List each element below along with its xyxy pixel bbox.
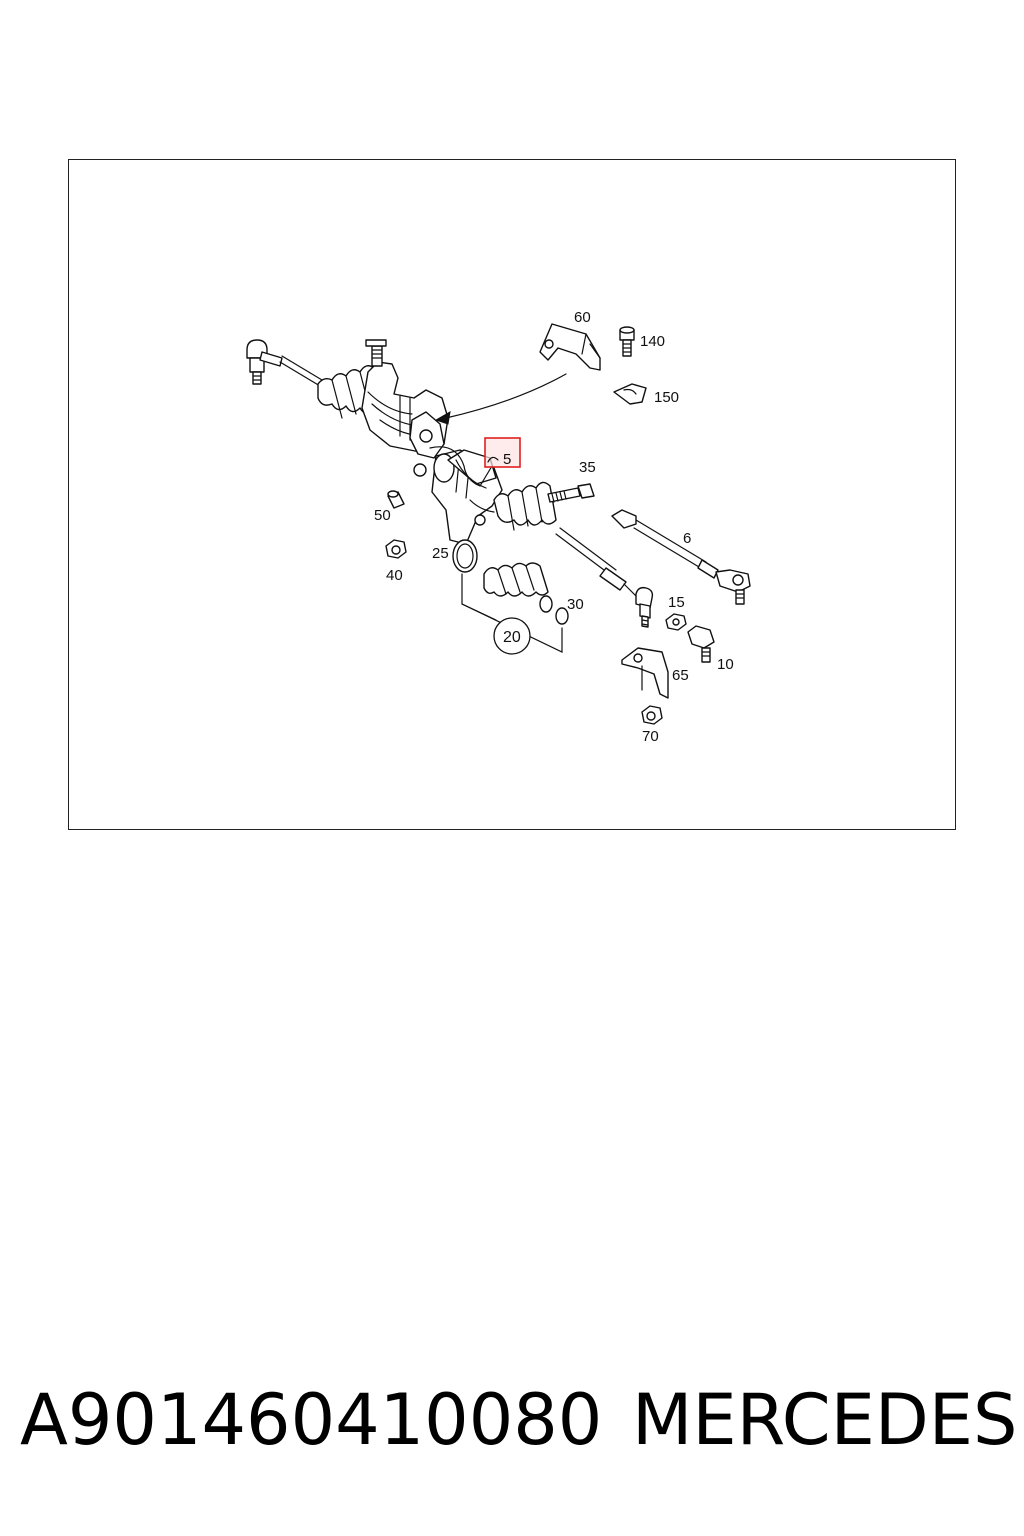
- bracket-65: [621, 647, 669, 699]
- bolt-140: [619, 326, 635, 357]
- callout-15: 15: [668, 594, 685, 611]
- nut-70: [641, 705, 663, 725]
- callout-40: 40: [386, 567, 403, 584]
- callout-65: 65: [672, 667, 689, 684]
- footer-caption: A901460410080 MERCEDES: [0, 1378, 1024, 1468]
- ball-joint-10: [687, 625, 715, 663]
- callout-60: 60: [574, 309, 591, 326]
- tie-rod-6: [611, 509, 751, 605]
- bellows-kit-20: [483, 562, 553, 613]
- callout-150: 150: [654, 389, 679, 406]
- right-bellows: [493, 481, 557, 531]
- callout-25: 25: [432, 545, 449, 562]
- bolt-35: [547, 483, 595, 503]
- sleeve-50: [387, 490, 405, 509]
- assembly-arrow: [434, 373, 567, 425]
- highlighted-part-5-box[interactable]: [484, 437, 521, 468]
- callout-20: 20: [503, 629, 521, 646]
- steering-gear-housing: [361, 339, 449, 477]
- callout-70: 70: [642, 728, 659, 745]
- nut-40: [385, 539, 407, 559]
- left-tie-rod-end: [246, 339, 323, 387]
- hydraulic-line: [429, 446, 493, 487]
- mounting-bracket-60: [539, 323, 601, 371]
- part-5-symbol: [487, 456, 499, 463]
- clip-150: [613, 383, 647, 405]
- ring-30: [555, 607, 569, 625]
- callout-50: 50: [374, 507, 391, 524]
- rack-tube: [431, 449, 503, 545]
- callout-140: 140: [640, 333, 665, 350]
- callout-5: 5: [503, 451, 511, 468]
- callout-10: 10: [717, 656, 734, 673]
- right-tie-rod: [555, 527, 654, 628]
- part-number: A901460410080: [20, 1379, 603, 1461]
- callout-circle-20: [493, 617, 531, 655]
- callout-35: 35: [579, 459, 596, 476]
- clamp-ring-25: [452, 539, 478, 573]
- callout-6: 6: [683, 530, 691, 547]
- nut-15: [665, 613, 687, 631]
- kit-bracket-line-2: [461, 603, 497, 621]
- brand-name: MERCEDES: [632, 1379, 1018, 1461]
- callout-30: 30: [567, 596, 584, 613]
